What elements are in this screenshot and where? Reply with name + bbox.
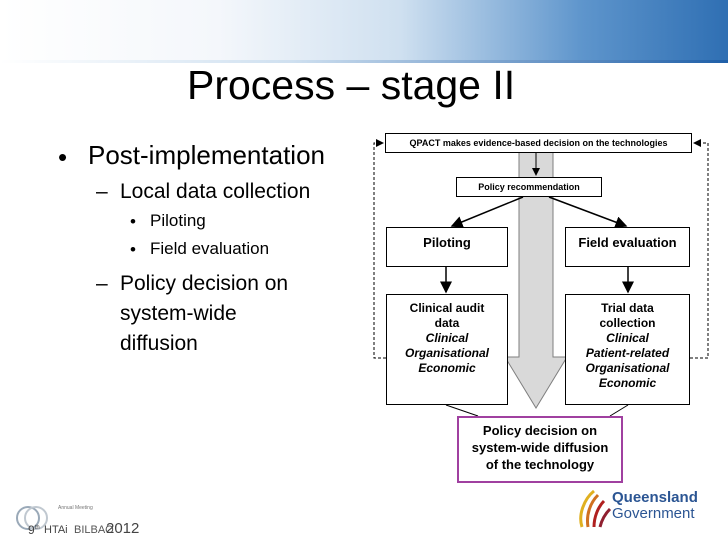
box-field-evaluation: Field evaluation: [565, 227, 690, 267]
box-policy-decision-final: Policy decision on system-wide diffusion…: [457, 416, 623, 483]
clinical-audit-title-2: data: [434, 316, 460, 330]
govt-name-1: Queensland: [612, 489, 698, 506]
bullet-policy-line2: system-wide: [120, 302, 237, 325]
final-line: system-wide diffusion: [471, 440, 609, 455]
bullet-field-evaluation: Field evaluation: [150, 239, 270, 258]
logo-small-text: Annual Meeting: [58, 505, 93, 511]
box-trial-data: Trial data collection Clinical Patient-r…: [565, 294, 690, 405]
logo-number: 9th: [28, 523, 40, 537]
logo-city: BILBAO: [74, 524, 114, 536]
clinical-audit-title-1: Clinical audit: [409, 301, 485, 315]
trial-data-item: Clinical: [606, 331, 649, 345]
final-line: Policy decision on: [482, 423, 598, 438]
trial-data-title-1: Trial data: [601, 301, 654, 315]
trial-data-item: Patient-related: [585, 346, 670, 360]
feedback-loop-right: [690, 139, 709, 359]
box-piloting: Piloting: [386, 227, 508, 267]
final-line: of the technology: [485, 457, 595, 472]
header-band: [0, 0, 728, 62]
arrow-rec-to-field: [548, 196, 628, 228]
clinical-audit-item: Economic: [418, 361, 476, 375]
bullet-policy-line3: diffusion: [120, 332, 198, 355]
trial-data-item: Economic: [598, 376, 657, 390]
box-clinical-audit: Clinical audit data Clinical Organisatio…: [386, 294, 508, 405]
feedback-loop-left: [373, 139, 386, 359]
line-trial-to-final: [609, 404, 629, 417]
page-title: Process – stage II: [187, 62, 516, 108]
line-audit-to-final: [445, 404, 479, 417]
box-qpact-decision: QPACT makes evidence-based decision on t…: [385, 133, 692, 153]
dash-marker: –: [96, 272, 108, 295]
bullet-dot: •: [58, 142, 68, 172]
header-divider: [0, 60, 728, 63]
trial-data-item: Organisational: [585, 361, 670, 375]
logo-htai: HTAi: [44, 524, 68, 536]
arrow-rec-to-piloting: [450, 196, 524, 228]
bullet-piloting: Piloting: [150, 211, 206, 230]
bullet-post-implementation: Post-implementation: [88, 140, 325, 170]
bullet-policy-line1: Policy decision on: [120, 272, 289, 295]
trial-data-title-2: collection: [599, 316, 656, 330]
bullet-dot: •: [130, 240, 136, 259]
bullet-dot: •: [130, 212, 136, 231]
box-policy-recommendation: Policy recommendation: [456, 177, 602, 197]
logo-year: 2012: [106, 520, 140, 537]
bullet-local-data: Local data collection: [120, 180, 311, 203]
govt-name-2: Government: [612, 505, 695, 522]
clinical-audit-item: Clinical: [425, 331, 469, 345]
clinical-audit-item: Organisational: [404, 346, 490, 360]
htai-bilbao-logo: Annual Meeting 9th HTAi BILBAO 2012: [8, 502, 140, 540]
dash-marker: –: [96, 180, 108, 203]
